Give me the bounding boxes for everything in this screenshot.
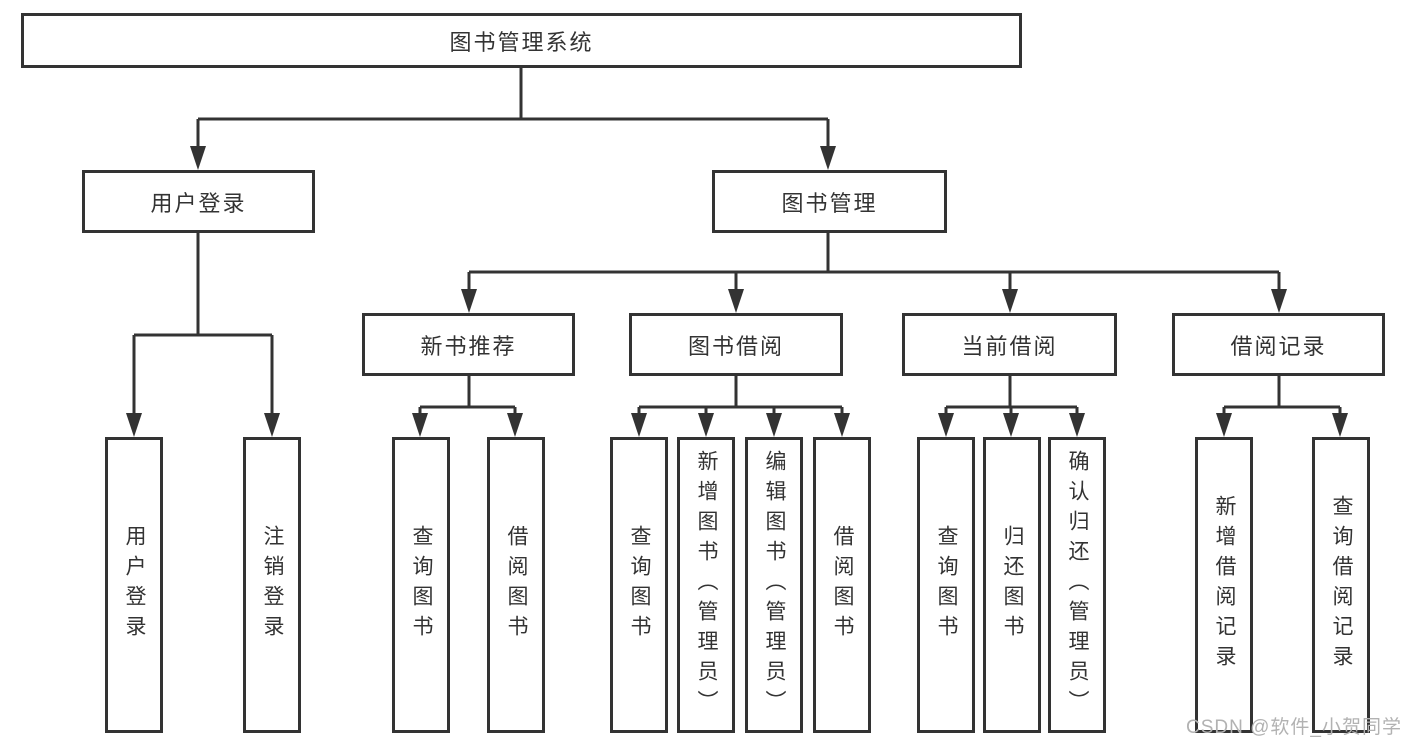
leaf-label: 注销登录 [261, 525, 284, 645]
leaf-return-books: 归还图书 [983, 437, 1041, 733]
node-label: 图书管理系统 [449, 29, 594, 55]
leaf-label: 查询图书 [628, 525, 651, 645]
node-label: 用户登录 [150, 190, 247, 216]
leaf-label: 新增图书（管理员） [695, 450, 718, 720]
leaf-add-books-admin: 新增图书（管理员） [677, 437, 735, 733]
node-book-management: 图书管理 [712, 170, 947, 233]
leaf-label: 新增借阅记录 [1213, 495, 1236, 675]
node-book-borrowing: 图书借阅 [629, 313, 843, 376]
leaf-label: 归还图书 [1001, 525, 1024, 645]
leaf-logout: 注销登录 [243, 437, 301, 733]
leaf-query-borrow-record: 查询借阅记录 [1312, 437, 1370, 733]
csdn-watermark: CSDN @软件_小贺同学 [1186, 717, 1402, 738]
leaf-borrow-books-recommend: 借阅图书 [487, 437, 545, 733]
node-user-login: 用户登录 [82, 170, 315, 233]
leaf-add-borrow-record: 新增借阅记录 [1195, 437, 1253, 733]
node-label: 图书借阅 [687, 333, 784, 359]
leaf-label: 借阅图书 [831, 525, 854, 645]
leaf-label: 借阅图书 [505, 525, 528, 645]
leaf-user-login: 用户登录 [105, 437, 163, 733]
leaf-confirm-return-admin: 确认归还（管理员） [1048, 437, 1106, 733]
node-borrowing-records: 借阅记录 [1172, 313, 1385, 376]
leaf-label: 查询图书 [935, 525, 958, 645]
node-label: 当前借阅 [961, 333, 1058, 359]
node-new-book-recommend: 新书推荐 [362, 313, 575, 376]
node-current-borrowing: 当前借阅 [902, 313, 1117, 376]
node-label: 新书推荐 [420, 333, 517, 359]
leaf-label: 查询图书 [410, 525, 433, 645]
leaf-borrow-books-borrowing: 借阅图书 [813, 437, 871, 733]
leaf-edit-books-admin: 编辑图书（管理员） [745, 437, 803, 733]
leaf-query-books-recommend: 查询图书 [392, 437, 450, 733]
leaf-label: 编辑图书（管理员） [763, 450, 786, 720]
node-library-system: 图书管理系统 [21, 13, 1022, 68]
leaf-label: 用户登录 [123, 525, 146, 645]
leaf-query-books-borrowing: 查询图书 [610, 437, 668, 733]
leaf-query-books-current: 查询图书 [917, 437, 975, 733]
node-label: 图书管理 [781, 190, 878, 216]
leaf-label: 查询借阅记录 [1330, 495, 1353, 675]
leaf-label: 确认归还（管理员） [1066, 450, 1089, 720]
node-label: 借阅记录 [1230, 333, 1327, 359]
